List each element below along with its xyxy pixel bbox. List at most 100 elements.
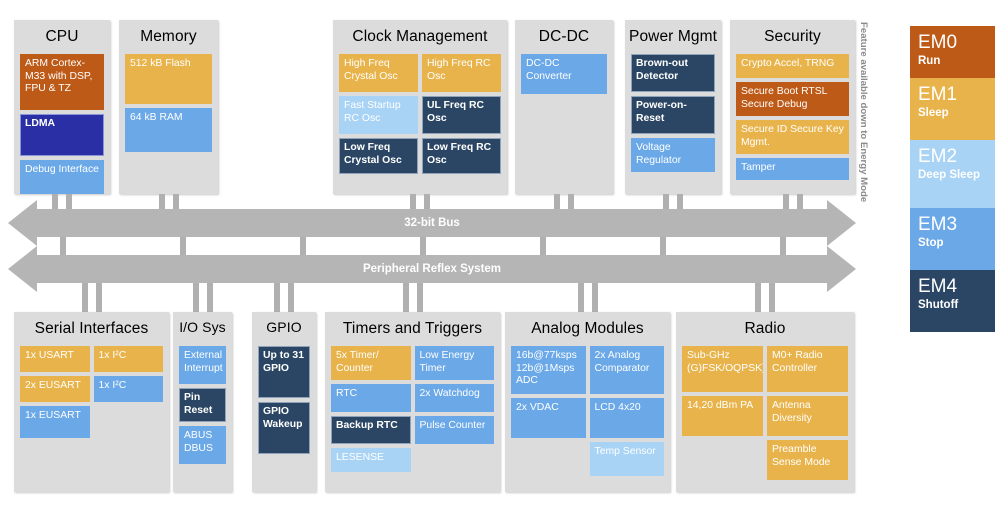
block-ldma[interactable]: LDMA: [20, 114, 104, 156]
panel-title: Timers and Triggers: [342, 320, 483, 337]
block-row: LDMA: [20, 114, 104, 156]
block-row: Secure ID Secure Key Mgmt.: [736, 120, 849, 154]
block-crypto-accel-trng[interactable]: Crypto Accel, TRNG: [736, 54, 849, 78]
block-1x-eusart[interactable]: 1x EUSART: [20, 406, 90, 438]
block-fast-startup-rc-osc[interactable]: Fast Startup RC Osc: [339, 96, 418, 134]
bus-label: Peripheral Reflex System: [362, 263, 502, 275]
block-high-freq-rc-osc[interactable]: High Freq RC Osc: [422, 54, 501, 92]
block-backup-rtc[interactable]: Backup RTC: [331, 416, 411, 444]
legend-mode-name: Run: [918, 54, 941, 67]
block-dc-dc-converter[interactable]: DC-DC Converter: [521, 54, 607, 94]
block-abus-dbus[interactable]: ABUS DBUS: [179, 426, 226, 464]
block-2x-analog-comparator[interactable]: 2x Analog Comparator: [589, 346, 664, 394]
block-secure-id-secure-key-mgmt[interactable]: Secure ID Secure Key Mgmt.: [736, 120, 849, 154]
block-m0-radio-controller[interactable]: M0+ Radio Controller: [767, 346, 848, 392]
block-voltage-regulator[interactable]: Voltage Regulator: [631, 138, 715, 172]
panel-title: Security: [764, 28, 821, 45]
panel-title: Memory: [140, 28, 197, 45]
bus-stub-bottom-5b: [769, 255, 775, 312]
bus-stub-bottom-0a: [81, 255, 88, 312]
block-512-kb-flash[interactable]: 512 kB Flash: [125, 54, 212, 104]
block-1x-usart[interactable]: 1x USART: [20, 346, 90, 372]
block-arm-cortex-m33-with-dsp-fpu-tz[interactable]: ARM Cortex-M33 with DSP, FPU & TZ: [20, 54, 104, 110]
block-1x-i-c[interactable]: 1x I²C: [93, 346, 163, 372]
block-temp-sensor[interactable]: Temp Sensor: [589, 442, 664, 476]
block-debug-interface[interactable]: Debug Interface: [20, 160, 104, 194]
bus-arrow-left: [8, 200, 37, 246]
block-1x-i-c[interactable]: 1x I²C: [93, 376, 163, 402]
block-5x-timer-counter[interactable]: 5x Timer/ Counter: [331, 346, 411, 380]
bus-arrow-right: [827, 200, 856, 246]
bus-stub-bottom-0b: [95, 255, 102, 312]
block-lesense[interactable]: LESENSE: [331, 448, 411, 472]
block-64-kb-ram[interactable]: 64 kB RAM: [125, 108, 212, 152]
block-antenna-diversity[interactable]: Antenna Diversity: [767, 396, 848, 436]
block-row: Voltage Regulator: [631, 138, 715, 172]
block-high-freq-crystal-osc[interactable]: High Freq Crystal Osc: [339, 54, 418, 92]
legend-mode-name: Stop: [918, 236, 944, 249]
block-tamper[interactable]: Tamper: [736, 158, 849, 180]
block-row: Tamper: [736, 158, 849, 180]
block-gpio-wakeup[interactable]: GPIO Wakeup: [258, 402, 310, 454]
block-row: DC-DC Converter: [521, 54, 607, 94]
block-low-freq-crystal-osc[interactable]: Low Freq Crystal Osc: [339, 138, 418, 174]
panel-title: CPU: [45, 28, 79, 45]
legend-mode-name: Sleep: [918, 106, 949, 119]
block-row: Brown-out Detector: [631, 54, 715, 92]
block-low-energy-timer[interactable]: Low Energy Timer: [414, 346, 494, 380]
block-power-on-reset[interactable]: Power-on-Reset: [631, 96, 715, 134]
block-external-interrupt[interactable]: External Interrupt: [179, 346, 226, 384]
block-ul-freq-rc-osc[interactable]: UL Freq RC Osc: [422, 96, 501, 134]
block-2x-watchdog[interactable]: 2x Watchdog: [414, 384, 494, 412]
panel-dc-dc: DC-DC DC-DC Converter: [515, 20, 613, 194]
block-16b-77ksps-12b-1msps-adc[interactable]: 16b@77ksps 12b@1Msps ADC: [511, 346, 586, 394]
block-row: 1x EUSART: [20, 406, 163, 438]
bus-stub-bottom-2b: [288, 255, 294, 312]
bus-interlink-1: [180, 237, 186, 255]
legend-mode-id: EM2: [918, 146, 958, 167]
block-pin-reset[interactable]: Pin Reset: [179, 388, 226, 422]
block-row: Pin Reset: [179, 388, 226, 422]
block-row: Preamble Sense Mode: [682, 440, 848, 480]
block-2x-vdac[interactable]: 2x VDAC: [511, 398, 586, 438]
panel-title: DC-DC: [538, 28, 590, 45]
block-2x-eusart[interactable]: 2x EUSART: [20, 376, 90, 402]
block-preamble-sense-mode[interactable]: Preamble Sense Mode: [767, 440, 848, 480]
bus-arrow-right: [827, 246, 856, 292]
bus-interlink-2: [300, 237, 306, 255]
block-up-to-31-gpio[interactable]: Up to 31 GPIO: [258, 346, 310, 398]
block-secure-boot-rtsl-secure-debug[interactable]: Secure Boot RTSL Secure Debug: [736, 82, 849, 116]
block-lcd-4x20[interactable]: LCD 4x20: [589, 398, 664, 438]
panel-blocks: DC-DC Converter: [521, 54, 607, 188]
block-sub-ghz-g-fsk-oqpsk[interactable]: Sub-GHz (G)FSK/OQPSK): [682, 346, 763, 392]
panel-title: GPIO: [266, 319, 302, 335]
block-rtc[interactable]: RTC: [331, 384, 411, 412]
block-low-freq-rc-osc[interactable]: Low Freq RC Osc: [422, 138, 501, 174]
block-pulse-counter[interactable]: Pulse Counter: [414, 416, 494, 444]
bus-stub-bottom-4a: [577, 255, 584, 312]
legend-mode-name: Shutoff: [918, 298, 959, 311]
legend-caption: Feature available down to Energy Mode: [858, 22, 869, 203]
panel-title: Clock Management: [352, 28, 488, 45]
block-brown-out-detector[interactable]: Brown-out Detector: [631, 54, 715, 92]
block-14-20-dbm-pa[interactable]: 14,20 dBm PA: [682, 396, 763, 436]
panel-blocks: Sub-GHz (G)FSK/OQPSK)M0+ Radio Controlle…: [682, 346, 848, 486]
